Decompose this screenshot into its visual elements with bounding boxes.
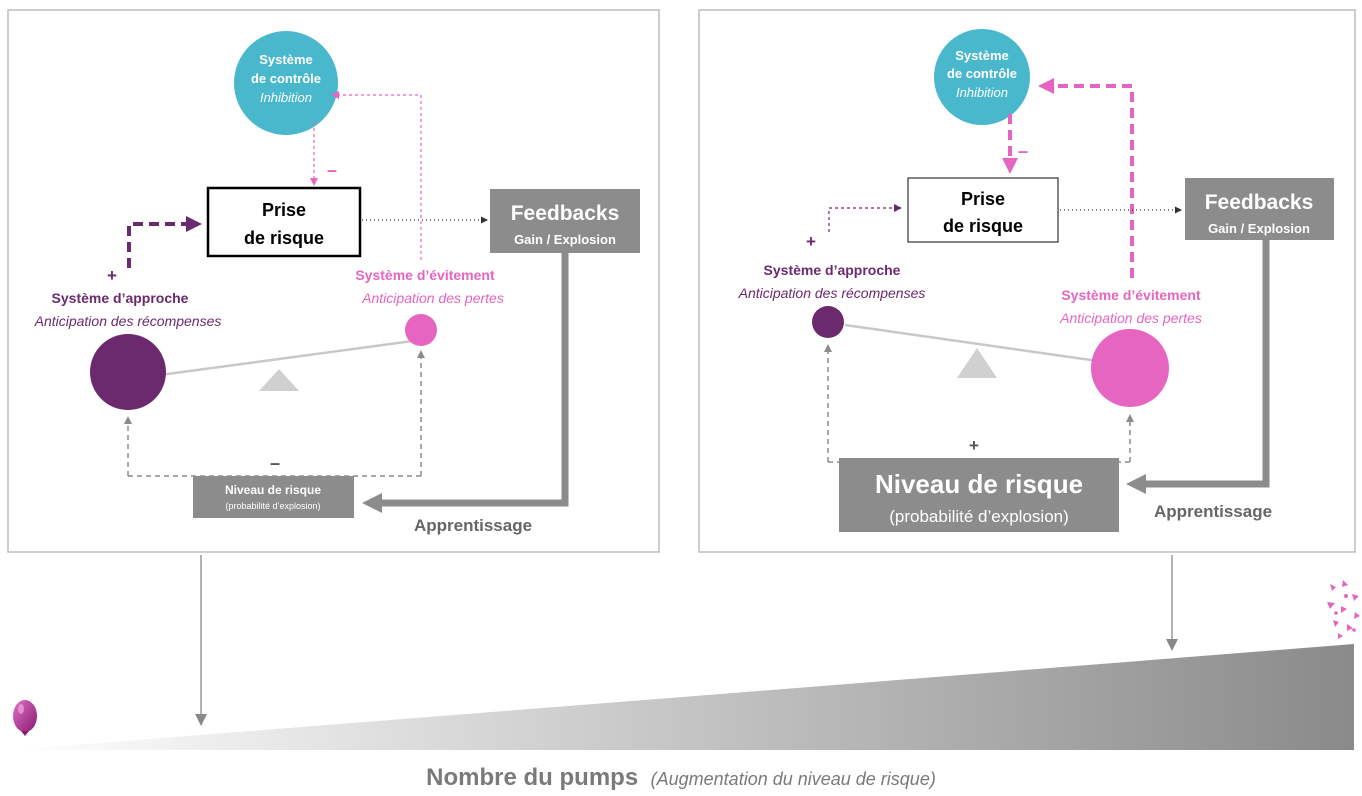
risk-level-sub: (probabilité d’explosion) — [889, 507, 1069, 526]
approach-title: Système d’approche — [52, 290, 189, 306]
risk-level-sub: (probabilité d’explosion) — [225, 501, 320, 511]
risk-taking-box — [206, 186, 362, 258]
learning-label: Apprentissage — [1154, 502, 1272, 521]
learning-arrow — [362, 253, 569, 513]
feedbacks-sub: Gain / Explosion — [1208, 221, 1310, 236]
approach-plus-sign: + — [806, 232, 816, 251]
balance-fulcrum — [259, 369, 299, 391]
explosion-icon — [1327, 580, 1360, 639]
risk-level-title: Niveau de risque — [225, 483, 321, 497]
avoidance-title: Système d’évitement — [355, 267, 495, 283]
avoidance-title: Système d’évitement — [1061, 287, 1201, 303]
control-line1: Système — [955, 48, 1008, 63]
pump-ramp — [10, 555, 1360, 750]
control-system-node — [934, 29, 1030, 125]
right-panel: Système de contrôle Inhibition – Prise d… — [698, 9, 1356, 553]
balance-beam — [159, 338, 421, 377]
approach-title: Système d’approche — [764, 262, 901, 278]
approach-plus-sign: + — [107, 266, 117, 285]
risk-level-minus: – — [270, 453, 280, 473]
approach-to-risk-arrow — [828, 204, 902, 232]
risk-level-box — [193, 476, 354, 518]
control-system-node — [234, 31, 338, 135]
feedbacks-box — [1185, 178, 1334, 240]
risk-level-box — [839, 458, 1119, 532]
balance-fulcrum — [957, 348, 997, 378]
feedbacks-title: Feedbacks — [511, 202, 620, 225]
approach-to-risk-arrow — [127, 216, 202, 268]
avoidance-weight-large — [1091, 329, 1169, 407]
control-minus-sign: – — [1018, 141, 1028, 161]
risk-taking-box — [907, 177, 1059, 243]
risk-level-plus: + — [969, 436, 979, 455]
balance-beam — [844, 323, 1106, 364]
right-feedback-loop — [824, 344, 1134, 463]
learning-label: Apprentissage — [414, 516, 532, 535]
control-line3: Inhibition — [956, 85, 1008, 100]
control-minus-sign: – — [327, 160, 337, 180]
learning-arrow — [1126, 240, 1270, 494]
approach-sub: Anticipation des récompenses — [34, 313, 222, 329]
risk-ramp — [10, 644, 1354, 750]
feedbacks-sub: Gain / Explosion — [514, 232, 616, 247]
risk-box-line1: Prise — [262, 200, 306, 220]
avoidance-sub: Anticipation des pertes — [1059, 310, 1202, 326]
avoidance-sub: Anticipation des pertes — [361, 290, 504, 306]
approach-weight-large — [90, 334, 166, 410]
balloon-icon — [13, 700, 37, 736]
risk-box-line2: de risque — [943, 216, 1023, 236]
left-panel: Système de contrôle Inhibition – Prise d… — [7, 9, 660, 553]
control-line3: Inhibition — [260, 90, 312, 105]
risk-level-title: Niveau de risque — [875, 469, 1083, 499]
control-line2: de contrôle — [251, 71, 321, 86]
avoidance-weight-small — [405, 314, 437, 346]
approach-sub: Anticipation des récompenses — [738, 285, 926, 301]
feedbacks-box — [490, 189, 640, 253]
footer-title: Nombre du pumps — [426, 764, 638, 791]
feedbacks-title: Feedbacks — [1205, 191, 1314, 214]
approach-weight-small — [812, 306, 844, 338]
footer-caption: Nombre du pumps (Augmentation du niveau … — [426, 764, 936, 791]
risk-box-line1: Prise — [961, 189, 1005, 209]
control-line2: de contrôle — [947, 66, 1017, 81]
control-line1: Système — [259, 52, 312, 67]
footer-subtitle: (Augmentation du niveau de risque) — [651, 769, 936, 789]
avoidance-to-control-arrow — [1038, 78, 1134, 278]
risk-box-line2: de risque — [244, 228, 324, 248]
avoidance-to-control-arrow — [331, 91, 422, 260]
